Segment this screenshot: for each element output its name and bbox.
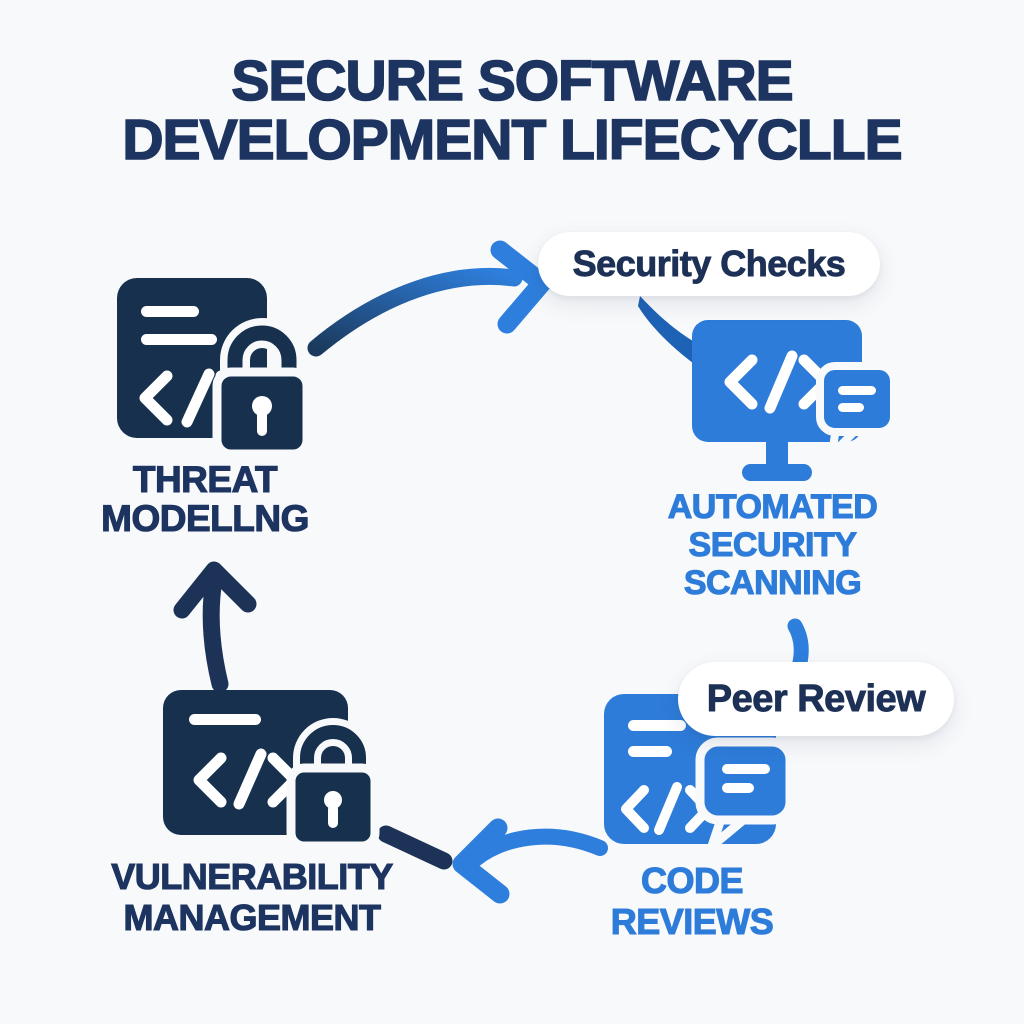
page-title-line1: SECURE SOFTWARE (231, 49, 795, 113)
scanning-label-line2: SECURITY (688, 525, 858, 564)
arrow-threat-to-security-checks-icon (307, 240, 552, 357)
threat-modelling-label-line2: MODELLNG (101, 498, 310, 539)
peer-review-pill-label: Peer Review (706, 677, 926, 720)
node-label-code-reviews: CODE REVIEWS (572, 859, 812, 942)
document-code-chat-icon (604, 694, 794, 851)
vulnerability-label-line1: VULNERABILITY (111, 855, 394, 897)
arrow-vulnerability-to-threat-icon (173, 561, 257, 692)
scanning-label-line1: AUTOMATED (667, 487, 878, 526)
node-label-automated-security-scanning: AUTOMATED SECURITY SCANNING (595, 487, 950, 602)
security-checks-pill-label: Security Checks (572, 243, 846, 285)
code-reviews-label-line2: REVIEWS (610, 900, 774, 942)
node-label-threat-modelling: THREAT MODELLNG (55, 459, 355, 539)
scanning-label-line3: SCANNING (683, 563, 862, 602)
security-checks-pill: Security Checks (538, 232, 880, 296)
peer-review-pill: Peer Review (678, 662, 954, 736)
page-title-line2: DEVELOPMENT LIFECYCLLE (122, 108, 904, 172)
arrow-code-reviews-to-vulnerability-icon (377, 818, 608, 904)
threat-modelling-label-line1: THREAT (132, 459, 278, 500)
document-code-lock-icon (163, 690, 380, 851)
vulnerability-label-line2: MANAGEMENT (123, 896, 382, 938)
node-label-vulnerability-management: VULNERABILITY MANAGEMENT (52, 855, 452, 938)
code-reviews-label-line1: CODE (640, 859, 744, 901)
page-title: SECURE SOFTWARE DEVELOPMENT LIFECYCLLE (0, 49, 1024, 172)
monitor-code-chat-icon (692, 320, 898, 481)
document-code-lock-icon (117, 278, 312, 459)
